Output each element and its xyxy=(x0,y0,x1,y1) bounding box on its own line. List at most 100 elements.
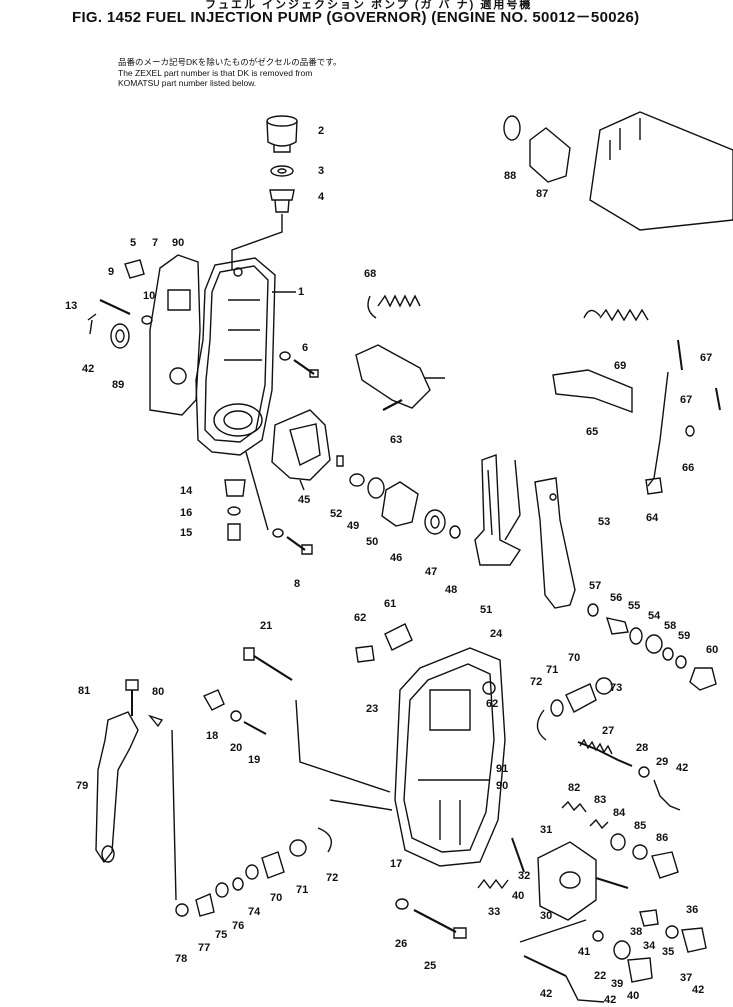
pin-60-61 xyxy=(356,624,495,694)
figure-title: FIG. 1452 FUEL INJECTION PUMP (GOVERNOR)… xyxy=(72,9,640,26)
callout-89: 90 xyxy=(172,237,185,249)
callout-69-b: 70 xyxy=(270,892,283,904)
bolt-6 xyxy=(280,352,318,377)
bolt-20-rod xyxy=(244,648,392,810)
callout-31: 32 xyxy=(518,870,531,882)
callout-42-c: 42 xyxy=(692,984,705,996)
callout-80: 81 xyxy=(78,685,91,697)
bolts-24-25-40-41 xyxy=(396,899,604,1002)
callout-29: 30 xyxy=(540,910,553,922)
callout-33: 34 xyxy=(643,940,656,952)
callout-39: 38 xyxy=(630,926,643,938)
callout-11: 13 xyxy=(65,300,78,312)
callout-87: 88 xyxy=(504,170,517,182)
callout-60: 61 xyxy=(384,598,397,610)
callout-14: 15 xyxy=(180,527,193,539)
callout-51: 52 xyxy=(330,508,343,520)
governor-housing xyxy=(196,258,296,455)
callout-5: 5 xyxy=(130,237,137,249)
callout-6: 6 xyxy=(302,342,309,354)
callout-25: 26 xyxy=(395,938,408,950)
callout-13: 14 xyxy=(180,485,193,497)
callout-61-a: 62 xyxy=(354,612,367,624)
callout-54: 55 xyxy=(628,600,641,612)
parts-69-72-upper xyxy=(537,678,612,740)
callout-19: 20 xyxy=(230,742,243,754)
callout-67: 68 xyxy=(364,268,377,280)
callout-40: 41 xyxy=(578,946,591,958)
callout-59: 60 xyxy=(706,644,719,656)
callout-46: 47 xyxy=(425,566,438,578)
callout-22: 23 xyxy=(366,703,379,715)
callout-43: 40 xyxy=(512,890,525,902)
callout-55: 56 xyxy=(610,592,623,604)
arm-78-bolt-80 xyxy=(96,680,162,862)
japanese-title: フュエル インジェクション ポンプ (ガ バ ナ) 適用号機 xyxy=(205,0,533,11)
callout-35: 36 xyxy=(686,904,699,916)
callout-32: 33 xyxy=(488,906,501,918)
callout-75: 76 xyxy=(232,920,245,932)
callout-30: 31 xyxy=(540,824,553,836)
callout-17: 18 xyxy=(206,730,219,742)
callout-66-a: 67 xyxy=(700,352,713,364)
callout-70-a: 71 xyxy=(546,664,559,676)
levers-50-52 xyxy=(475,455,575,608)
callout-44: 45 xyxy=(298,494,311,506)
callout-58: 59 xyxy=(678,630,691,642)
callout-2: 2 xyxy=(318,125,325,137)
callout-70-b: 71 xyxy=(296,884,309,896)
callout-76: 77 xyxy=(198,942,211,954)
callout-56: 57 xyxy=(589,580,602,592)
callout-78: 79 xyxy=(76,780,89,792)
callout-88: 89 xyxy=(112,379,125,391)
callout-84: 85 xyxy=(634,820,647,832)
parts-26-28 xyxy=(578,740,680,810)
callout-16: 17 xyxy=(390,858,403,870)
flyweight-44 xyxy=(272,410,330,490)
callout-50: 51 xyxy=(480,604,493,616)
left-fasteners xyxy=(88,260,152,348)
gasket-plate xyxy=(150,255,200,415)
note-japanese: 品番のメーカ記号DKを除いたものがゼクセルの品番です。 xyxy=(118,57,342,67)
callout-52: 53 xyxy=(598,516,611,528)
callout-47: 48 xyxy=(445,584,458,596)
bolts-13-15-14 xyxy=(225,480,245,540)
callout-37: 39 xyxy=(611,978,624,990)
pump-body-top-right xyxy=(504,112,733,230)
callout-65: 66 xyxy=(682,462,695,474)
callout-9: 9 xyxy=(108,266,115,278)
callout-61-b: 62 xyxy=(486,698,499,710)
callout-48: 49 xyxy=(347,520,360,532)
callout-24: 25 xyxy=(424,960,437,972)
callout-82: 83 xyxy=(594,794,607,806)
callout-42: 42 xyxy=(82,363,95,375)
callout-90: 90 xyxy=(496,780,509,792)
shaft-components xyxy=(337,456,460,538)
cover-plate-29-30 xyxy=(478,838,628,920)
note-line-2: KOMATSU part number listed below. xyxy=(118,78,257,88)
callout-26: 27 xyxy=(602,725,615,737)
callout-18: 19 xyxy=(248,754,261,766)
callout-57: 58 xyxy=(664,620,677,632)
callout-64: 65 xyxy=(586,426,599,438)
callout-49: 50 xyxy=(366,536,379,548)
callout-69-a: 70 xyxy=(568,652,581,664)
callout-91: 91 xyxy=(496,763,509,775)
callout-27: 28 xyxy=(636,742,649,754)
callout-72: 73 xyxy=(610,682,623,694)
callout-71-b: 72 xyxy=(326,872,339,884)
callout-4: 4 xyxy=(318,191,325,203)
callout-41: 42 xyxy=(540,988,553,1000)
part-number-note: 品番のメーカ記号DKを除いたものがゼクセルの品番です。 The ZEXEL pa… xyxy=(118,57,341,89)
parts-17-19-18 xyxy=(204,690,266,734)
callout-73: 74 xyxy=(248,906,261,918)
callout-42-b: 42 xyxy=(676,762,689,774)
callout-21: 22 xyxy=(594,970,607,982)
callout-7: 7 xyxy=(152,237,159,249)
callout-71-a: 72 xyxy=(530,676,543,688)
parts-73-77 xyxy=(172,730,331,916)
callout-8: 8 xyxy=(294,578,301,590)
callout-86: 87 xyxy=(536,188,549,200)
callout-63: 64 xyxy=(646,512,659,524)
callout-3: 3 xyxy=(318,165,325,177)
